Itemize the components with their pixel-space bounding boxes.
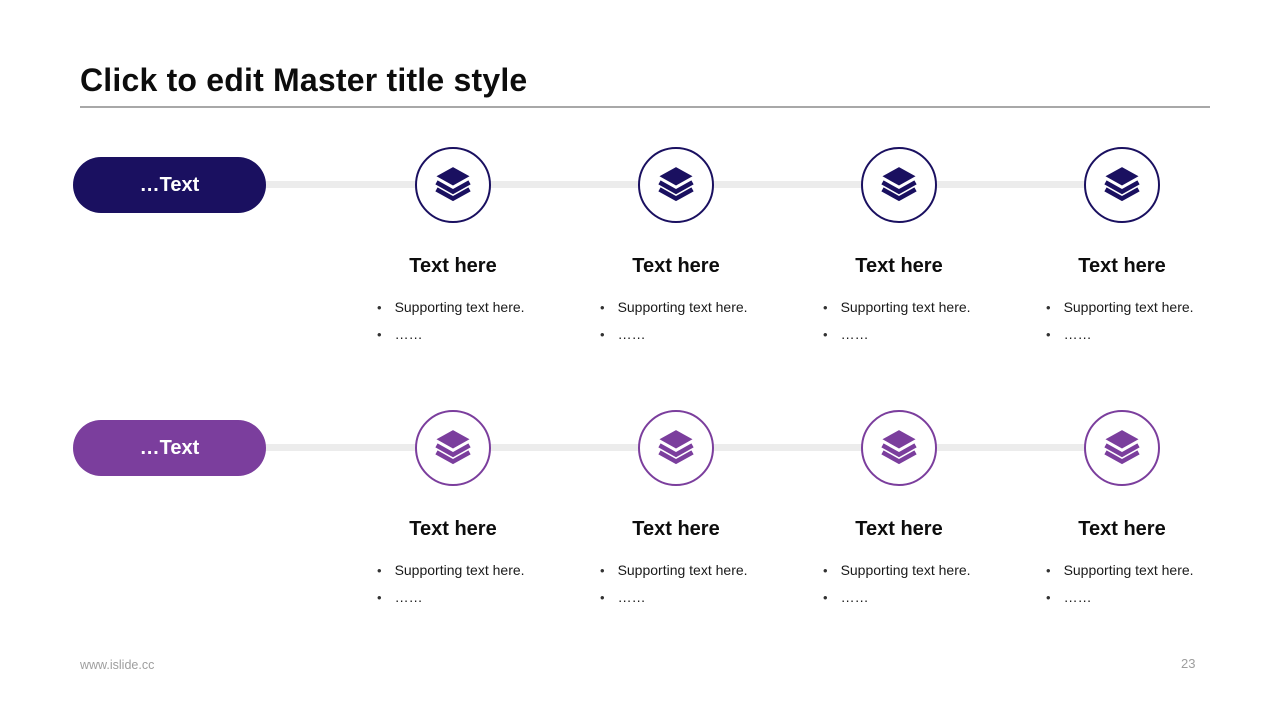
layers-icon <box>881 430 917 465</box>
bullet-item: Supporting text here. <box>823 294 1011 321</box>
node-circle <box>638 410 714 486</box>
bullet-text: Supporting text here. <box>617 299 748 315</box>
bullet-item: Supporting text here. <box>823 557 1011 584</box>
bullet-text: …… <box>1063 326 1092 342</box>
node-circle <box>861 147 937 223</box>
bullet-item: …… <box>377 321 565 348</box>
bullet-item: Supporting text here. <box>600 294 788 321</box>
item-bullets[interactable]: Supporting text here. …… <box>1010 557 1234 611</box>
layers-icon <box>658 430 694 465</box>
item-bullets[interactable]: Supporting text here. …… <box>787 557 1011 611</box>
layers-icon <box>435 167 471 202</box>
page-number: 23 <box>1181 656 1196 671</box>
row-label-pill[interactable]: …Text <box>73 157 266 213</box>
bullet-item: …… <box>1046 321 1234 348</box>
row-label-pill[interactable]: …Text <box>73 420 266 476</box>
bullet-item: …… <box>600 584 788 611</box>
bullet-text: …… <box>394 326 423 342</box>
bullet-text: Supporting text here. <box>1063 562 1194 578</box>
item-bullets[interactable]: Supporting text here. …… <box>341 557 565 611</box>
bullet-item: …… <box>1046 584 1234 611</box>
footer-url: www.islide.cc <box>80 658 155 672</box>
timeline-item: Text here Supporting text here. …… <box>341 410 565 611</box>
bullet-text: Supporting text here. <box>394 299 525 315</box>
layers-icon <box>435 430 471 465</box>
layers-icon <box>1104 430 1140 465</box>
timeline-item: Text here Supporting text here. …… <box>1010 410 1234 611</box>
item-bullets[interactable]: Supporting text here. …… <box>564 557 788 611</box>
layers-icon <box>1104 167 1140 202</box>
item-bullets[interactable]: Supporting text here. …… <box>1010 294 1234 348</box>
bullet-text: Supporting text here. <box>840 299 971 315</box>
node-circle <box>861 410 937 486</box>
item-heading[interactable]: Text here <box>1078 518 1166 540</box>
bullet-text: …… <box>840 589 869 605</box>
layers-icon <box>658 167 694 202</box>
bullet-text: …… <box>840 326 869 342</box>
node-circle <box>1084 410 1160 486</box>
row-label: …Text <box>139 173 200 196</box>
node-circle <box>638 147 714 223</box>
bullet-item: …… <box>377 584 565 611</box>
bullet-text: Supporting text here. <box>1063 299 1194 315</box>
item-bullets[interactable]: Supporting text here. …… <box>787 294 1011 348</box>
timeline-item: Text here Supporting text here. …… <box>564 147 788 348</box>
item-bullets[interactable]: Supporting text here. …… <box>341 294 565 348</box>
bullet-item: Supporting text here. <box>377 294 565 321</box>
bullet-item: …… <box>823 321 1011 348</box>
node-circle <box>1084 147 1160 223</box>
row-label: …Text <box>139 436 200 459</box>
item-heading[interactable]: Text here <box>855 255 943 277</box>
bullet-text: …… <box>617 589 646 605</box>
item-heading[interactable]: Text here <box>1078 255 1166 277</box>
timeline-item: Text here Supporting text here. …… <box>787 147 1011 348</box>
bullet-text: …… <box>394 589 423 605</box>
bullet-text: …… <box>1063 589 1092 605</box>
timeline-item: Text here Supporting text here. …… <box>787 410 1011 611</box>
layers-icon <box>881 167 917 202</box>
timeline-item: Text here Supporting text here. …… <box>341 147 565 348</box>
item-heading[interactable]: Text here <box>409 518 497 540</box>
bullet-text: Supporting text here. <box>394 562 525 578</box>
bullet-item: Supporting text here. <box>600 557 788 584</box>
item-heading[interactable]: Text here <box>632 518 720 540</box>
slide-title[interactable]: Click to edit Master title style <box>80 62 528 98</box>
bullet-item: …… <box>823 584 1011 611</box>
item-heading[interactable]: Text here <box>409 255 497 277</box>
node-circle <box>415 410 491 486</box>
item-heading[interactable]: Text here <box>855 518 943 540</box>
bullet-item: Supporting text here. <box>377 557 565 584</box>
bullet-item: Supporting text here. <box>1046 294 1234 321</box>
timeline-item: Text here Supporting text here. …… <box>1010 147 1234 348</box>
node-circle <box>415 147 491 223</box>
bullet-text: Supporting text here. <box>617 562 748 578</box>
title-divider <box>80 106 1210 108</box>
bullet-item: …… <box>600 321 788 348</box>
bullet-text: Supporting text here. <box>840 562 971 578</box>
bullet-text: …… <box>617 326 646 342</box>
timeline-item: Text here Supporting text here. …… <box>564 410 788 611</box>
item-bullets[interactable]: Supporting text here. …… <box>564 294 788 348</box>
item-heading[interactable]: Text here <box>632 255 720 277</box>
bullet-item: Supporting text here. <box>1046 557 1234 584</box>
